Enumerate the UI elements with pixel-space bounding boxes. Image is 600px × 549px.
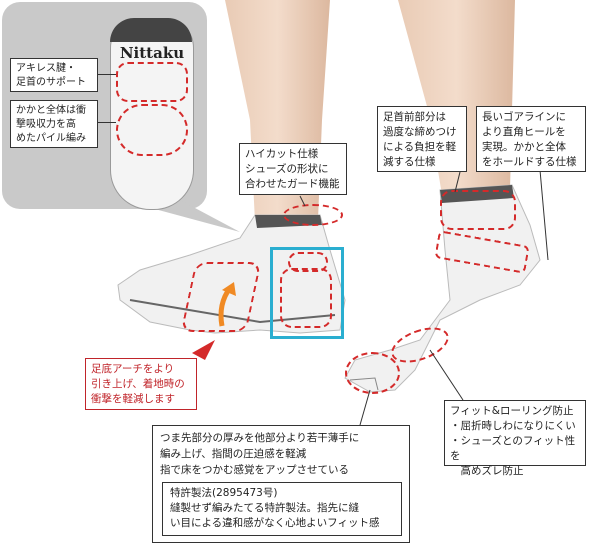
patent-body: 縫製せず編みたてる特許製法。指先に縫 い目による違和感がなく心地よいフィット感 bbox=[170, 502, 380, 529]
toe-highlight bbox=[345, 352, 400, 394]
high-cut-highlight bbox=[283, 204, 343, 226]
ankle-front-highlight bbox=[440, 190, 516, 230]
patent-box bbox=[162, 482, 402, 536]
patent-title: 特許製法(2895473号) bbox=[170, 487, 278, 499]
arch-lift-arrow-icon bbox=[218, 282, 236, 327]
inset-connector-1 bbox=[98, 74, 116, 75]
left-sock bbox=[117, 214, 346, 334]
callout-toe: つま先部分の厚みを他部分より若干薄手に 編み上げ、指間の圧迫感を軽減 指で床をつ… bbox=[160, 432, 360, 476]
callout-ankle-front: 足首前部分は 過度な締めつけ による負担を軽 減する仕様 bbox=[377, 106, 467, 172]
inset-connector-2 bbox=[98, 122, 116, 123]
heel-top-highlight bbox=[288, 252, 328, 272]
inset-label-achilles: アキレス腱・ 足首のサポート bbox=[10, 58, 98, 92]
inset-sock-cuff bbox=[110, 18, 192, 42]
inset-label-heel: かかと全体は衝 撃吸収力を高 めたパイル編み bbox=[10, 100, 98, 148]
callout-high-cut: ハイカット仕様 シューズの形状に 合わせたガード機能 bbox=[239, 143, 347, 195]
inset-brand: Nittaku bbox=[119, 44, 185, 62]
inset-heel-highlight bbox=[116, 104, 188, 156]
inset-achilles-highlight bbox=[116, 62, 188, 102]
callout-fit-rolling: フィット&ローリング防止 ・屈折時しわになりにくい ・シューズとのフィット性を … bbox=[444, 400, 586, 477]
heel-focus-box bbox=[270, 247, 344, 339]
callout-gore-line: 長いゴアラインに より直角ヒールを 実現。かかと全体 をホールドする仕様 bbox=[476, 106, 586, 172]
callout-arch: 足底アーチをより 引き上げ、着地時の 衝撃を軽減します bbox=[85, 358, 197, 410]
heel-cup-highlight bbox=[280, 268, 332, 328]
right-sock bbox=[344, 184, 541, 393]
